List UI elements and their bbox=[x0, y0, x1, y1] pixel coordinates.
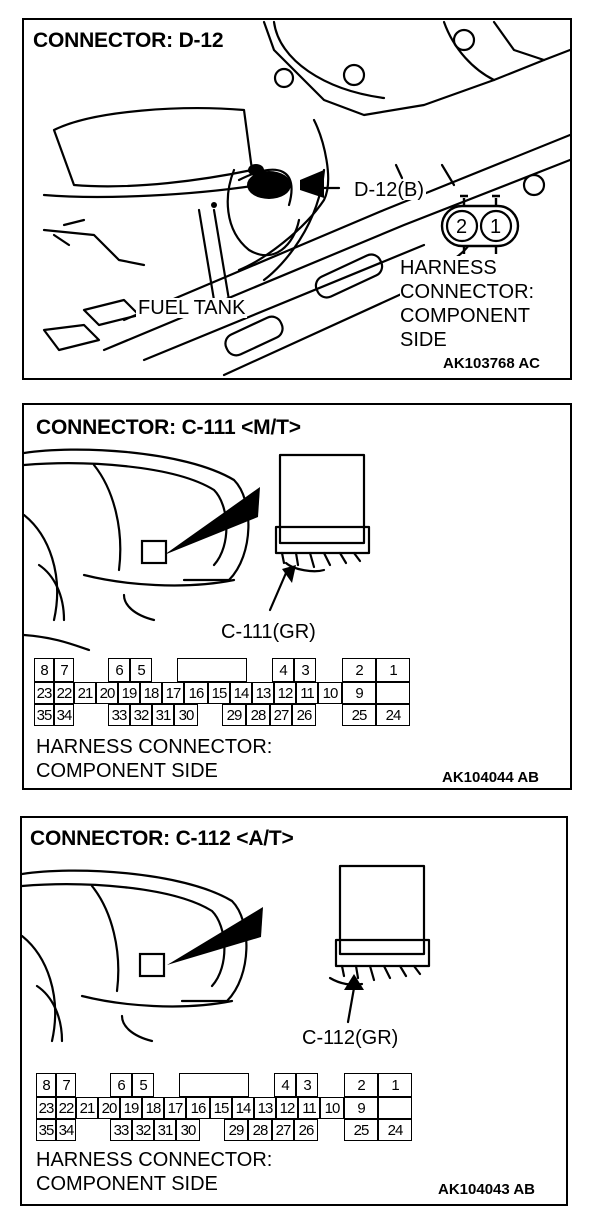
pin-cell: 21 bbox=[74, 682, 96, 704]
harness-label: HARNESS CONNECTOR: COMPONENT SIDE bbox=[400, 256, 535, 352]
pin-cell: 6 bbox=[108, 658, 130, 682]
pin-cell: 21 bbox=[76, 1097, 98, 1119]
pin-cell: 25 bbox=[342, 704, 376, 726]
pin-cell bbox=[376, 682, 410, 704]
fuel-tank-label: FUEL TANK bbox=[136, 297, 248, 319]
pin-cell: 20 bbox=[98, 1097, 120, 1119]
pin-cell: 18 bbox=[140, 682, 162, 704]
key-slot bbox=[177, 658, 247, 682]
pin-cell bbox=[378, 1097, 412, 1119]
pin-cell: 29 bbox=[224, 1119, 248, 1141]
pin-cell: 9 bbox=[342, 682, 376, 704]
pin-cell: 30 bbox=[174, 704, 198, 726]
pin-cell: 23 bbox=[36, 1097, 56, 1119]
pin-cell: 34 bbox=[54, 704, 74, 726]
figure-code: AK104044 AB bbox=[442, 769, 539, 786]
pin-cell: 12 bbox=[276, 1097, 298, 1119]
connector-label: D-12(B) bbox=[352, 179, 427, 201]
pin-cell: 32 bbox=[132, 1119, 154, 1141]
pin-cell: 17 bbox=[162, 682, 184, 704]
pin-cell: 19 bbox=[120, 1097, 142, 1119]
pin-cell: 7 bbox=[54, 658, 74, 682]
pin-cell: 26 bbox=[294, 1119, 318, 1141]
pin-1-label: 1 bbox=[490, 216, 502, 238]
connector-d12-panel: CONNECTOR: D-12 D-12(B) FUEL TANK 2 1 HA… bbox=[22, 18, 572, 380]
pin-cell: 17 bbox=[164, 1097, 186, 1119]
connector-label: C-112(GR) bbox=[302, 1027, 399, 1049]
pin-cell: 9 bbox=[344, 1097, 378, 1119]
figure-code: AK104043 AB bbox=[438, 1181, 535, 1198]
pin-cell: 1 bbox=[378, 1073, 412, 1097]
pin-cell: 26 bbox=[292, 704, 316, 726]
connector-label: C-111(GR) bbox=[221, 621, 316, 643]
pin-cell: 11 bbox=[296, 682, 318, 704]
pin-cell: 8 bbox=[34, 658, 54, 682]
pin-cell: 2 bbox=[342, 658, 376, 682]
pin-cell: 3 bbox=[296, 1073, 318, 1097]
harness-label: HARNESS CONNECTOR: COMPONENT SIDE bbox=[36, 1149, 273, 1195]
dashboard-illustration bbox=[22, 864, 431, 1043]
pin-cell: 27 bbox=[272, 1119, 294, 1141]
pin-cell: 33 bbox=[108, 704, 130, 726]
pin-cell: 2 bbox=[344, 1073, 378, 1097]
pin-cell: 31 bbox=[154, 1119, 176, 1141]
pin-cell: 32 bbox=[130, 704, 152, 726]
pin-cell: 34 bbox=[56, 1119, 76, 1141]
pin-cell: 6 bbox=[110, 1073, 132, 1097]
pin-cell: 28 bbox=[246, 704, 270, 726]
pin-cell: 14 bbox=[230, 682, 252, 704]
pin-grid: 8 7 6 5 4 3 2 1 23 22 21 20 19 18 17 16 … bbox=[36, 1073, 416, 1143]
pin-cell: 15 bbox=[208, 682, 230, 704]
dashboard-illustration bbox=[24, 448, 371, 652]
pin-cell: 10 bbox=[318, 682, 342, 704]
figure-code: AK103768 AC bbox=[443, 355, 540, 372]
pin-cell: 4 bbox=[274, 1073, 296, 1097]
pin-cell: 22 bbox=[56, 1097, 76, 1119]
pin-cell: 27 bbox=[270, 704, 292, 726]
pin-circles bbox=[445, 209, 513, 243]
pin-cell: 16 bbox=[184, 682, 208, 704]
harness-label: HARNESS CONNECTOR: COMPONENT SIDE bbox=[36, 736, 273, 782]
connector-c111-panel: CONNECTOR: C-111 <M/T> C-111(GR) 8 7 6 5… bbox=[22, 403, 572, 790]
connector-c112-panel: CONNECTOR: C-112 <A/T> C-112(GR) 8 7 6 5… bbox=[20, 816, 568, 1206]
pin-cell: 13 bbox=[252, 682, 274, 704]
panel-title: CONNECTOR: D-12 bbox=[33, 29, 224, 52]
pin-cell: 12 bbox=[274, 682, 296, 704]
pin-cell: 35 bbox=[36, 1119, 56, 1141]
pin-cell: 15 bbox=[210, 1097, 232, 1119]
pin-cell: 13 bbox=[254, 1097, 276, 1119]
pin-cell: 35 bbox=[34, 704, 54, 726]
pin-cell: 8 bbox=[36, 1073, 56, 1097]
pin-cell: 31 bbox=[152, 704, 174, 726]
panel-title: CONNECTOR: C-112 <A/T> bbox=[30, 827, 294, 850]
pin-cell: 22 bbox=[54, 682, 74, 704]
pin-2-label: 2 bbox=[456, 216, 468, 238]
pin-cell: 20 bbox=[96, 682, 118, 704]
pin-cell: 14 bbox=[232, 1097, 254, 1119]
pin-cell: 29 bbox=[222, 704, 246, 726]
pin-cell: 23 bbox=[34, 682, 54, 704]
pin-cell: 7 bbox=[56, 1073, 76, 1097]
pin-grid: 8 7 6 5 4 3 2 1 23 22 21 20 19 18 17 16 … bbox=[34, 658, 414, 728]
pin-cell: 4 bbox=[272, 658, 294, 682]
pin-cell: 25 bbox=[344, 1119, 378, 1141]
pin-cell: 33 bbox=[110, 1119, 132, 1141]
panel-title: CONNECTOR: C-111 <M/T> bbox=[36, 416, 301, 439]
pin-cell: 24 bbox=[378, 1119, 412, 1141]
pin-cell: 19 bbox=[118, 682, 140, 704]
pin-cell: 5 bbox=[130, 658, 152, 682]
pin-cell: 1 bbox=[376, 658, 410, 682]
pin-cell: 28 bbox=[248, 1119, 272, 1141]
pin-cell: 24 bbox=[376, 704, 410, 726]
key-slot bbox=[179, 1073, 249, 1097]
pin-cell: 30 bbox=[176, 1119, 200, 1141]
pin-cell: 18 bbox=[142, 1097, 164, 1119]
pin-cell: 10 bbox=[320, 1097, 344, 1119]
pin-cell: 11 bbox=[298, 1097, 320, 1119]
pin-cell: 3 bbox=[294, 658, 316, 682]
pin-cell: 16 bbox=[186, 1097, 210, 1119]
pin-cell: 5 bbox=[132, 1073, 154, 1097]
